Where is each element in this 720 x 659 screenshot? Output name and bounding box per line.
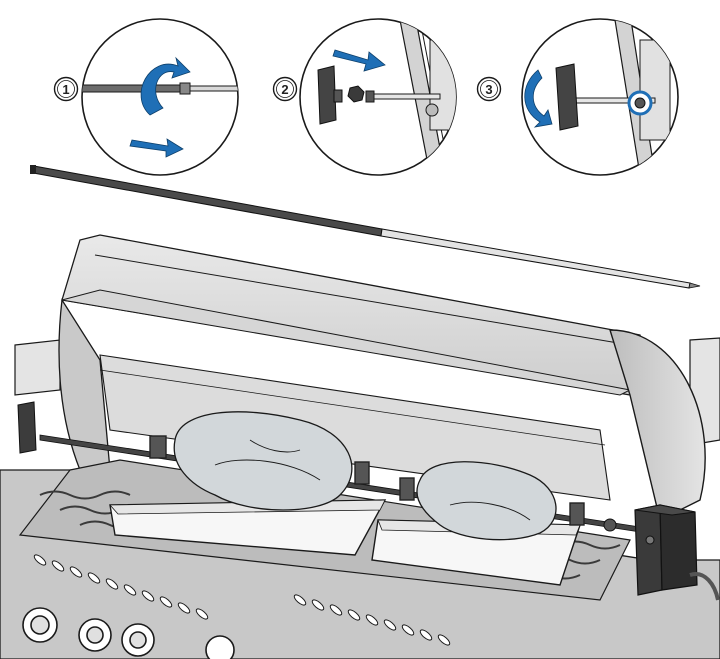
rotate-arrow-icon bbox=[140, 56, 191, 116]
motor-cord bbox=[689, 572, 720, 601]
step-3-number: 3 bbox=[485, 82, 492, 97]
chicken-right bbox=[416, 461, 557, 541]
step-2-callout: 2 bbox=[272, 18, 457, 176]
control-knobs bbox=[22, 607, 235, 659]
spit-rod bbox=[30, 165, 701, 289]
step-2-number: 2 bbox=[281, 82, 288, 97]
step-1-callout: 1 bbox=[53, 18, 239, 176]
step-3-callout: 3 bbox=[476, 18, 679, 176]
lock-rotate-icon bbox=[524, 69, 553, 128]
rotisserie-spit bbox=[17, 401, 641, 541]
rotisserie-motor bbox=[634, 504, 720, 601]
slide-arrow-icon bbox=[332, 49, 386, 72]
push-arrow-icon bbox=[129, 138, 184, 158]
front-vents bbox=[33, 554, 451, 646]
knob-4 bbox=[205, 635, 235, 659]
chicken-left bbox=[173, 411, 353, 511]
spit-handle bbox=[17, 401, 37, 454]
step-1-number: 1 bbox=[62, 82, 69, 97]
